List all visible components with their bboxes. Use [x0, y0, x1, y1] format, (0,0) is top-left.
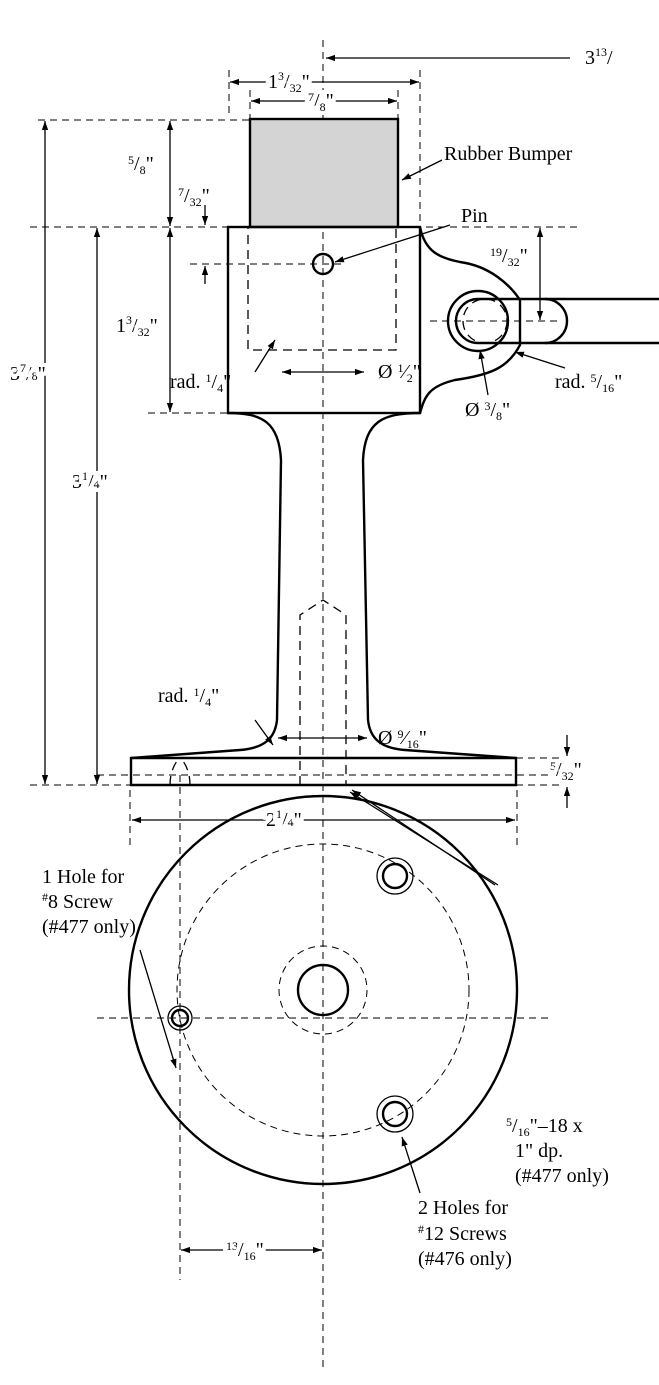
- label-holes-12-line1: 2 Holes for: [418, 1197, 508, 1219]
- screw-hole-12-bottom: [376, 1095, 414, 1133]
- note-text: Rubber Bumper Pin 1 Hole for #8 Screw (#…: [42, 143, 609, 1270]
- center-lines: [30, 40, 580, 1370]
- screw-hole-12-top: [376, 857, 414, 895]
- arm-lug: [418, 226, 522, 414]
- dim-total-height: 37/8": [10, 361, 46, 385]
- dim-base-width: 21/4": [266, 807, 302, 831]
- dim-arm-radius: rad. 5/16": [555, 371, 622, 395]
- dim-bumper-width: 7/8": [308, 90, 334, 114]
- side-view: [129, 117, 659, 787]
- label-hole-8-line1: 1 Hole for: [42, 866, 125, 888]
- dim-stem-height: 31/4": [72, 469, 108, 493]
- dim-hole-offset: 13/16": [226, 1239, 264, 1263]
- label-hole-8-line3: (#477 only): [42, 916, 136, 938]
- dim-base-thickness: 5/32": [550, 759, 582, 783]
- label-tap-line1: 5/16"–18 x: [506, 1115, 583, 1139]
- dimension-lines: [41, 54, 571, 1254]
- tap-hole-hidden: [299, 599, 347, 785]
- dim-upper-fillet: rad. 1/4": [170, 371, 231, 395]
- dim-pin-offset: 7/32": [178, 185, 210, 209]
- rubber-bumper: [248, 117, 400, 229]
- dim-stem-top: Ø 1⁄2": [378, 361, 421, 385]
- dim-bumper-height: 5/8": [128, 153, 154, 177]
- dim-top-partial: 313/: [585, 45, 613, 69]
- bottom-view: [97, 794, 548, 1186]
- stem: [129, 411, 518, 787]
- base-outline: [127, 794, 519, 1186]
- dim-lower-fillet: rad. 1/4": [158, 685, 219, 709]
- arm-rod: [454, 297, 659, 345]
- pin: [311, 252, 335, 276]
- stem-outline-hidden: [278, 945, 368, 1035]
- screw-hole-8: [167, 1005, 193, 1031]
- label-holes-12-line2: #12 Screws: [418, 1222, 507, 1245]
- tap-hole: [296, 963, 350, 1017]
- label-tap-line3: (#477 only): [515, 1165, 609, 1187]
- label-rubber-bumper: Rubber Bumper: [444, 143, 573, 165]
- label-holes-12-line3: (#476 only): [418, 1248, 512, 1270]
- label-tap-line2: 1" dp.: [515, 1140, 563, 1162]
- dim-arm-hole: Ø 3/8": [465, 399, 510, 423]
- bumper-socket-hidden: [247, 226, 397, 351]
- dim-head-height: 13/32": [116, 313, 158, 339]
- arm-boss: [446, 289, 510, 353]
- dim-arm-offset: 19/32": [490, 245, 528, 269]
- bolt-circle: [176, 843, 470, 1137]
- label-pin: Pin: [461, 205, 488, 227]
- dim-stem-bottom: Ø 9⁄16": [378, 727, 427, 751]
- dim-overall-width: 13/32": [268, 69, 310, 95]
- label-hole-8-line2: #8 Screw: [42, 890, 114, 913]
